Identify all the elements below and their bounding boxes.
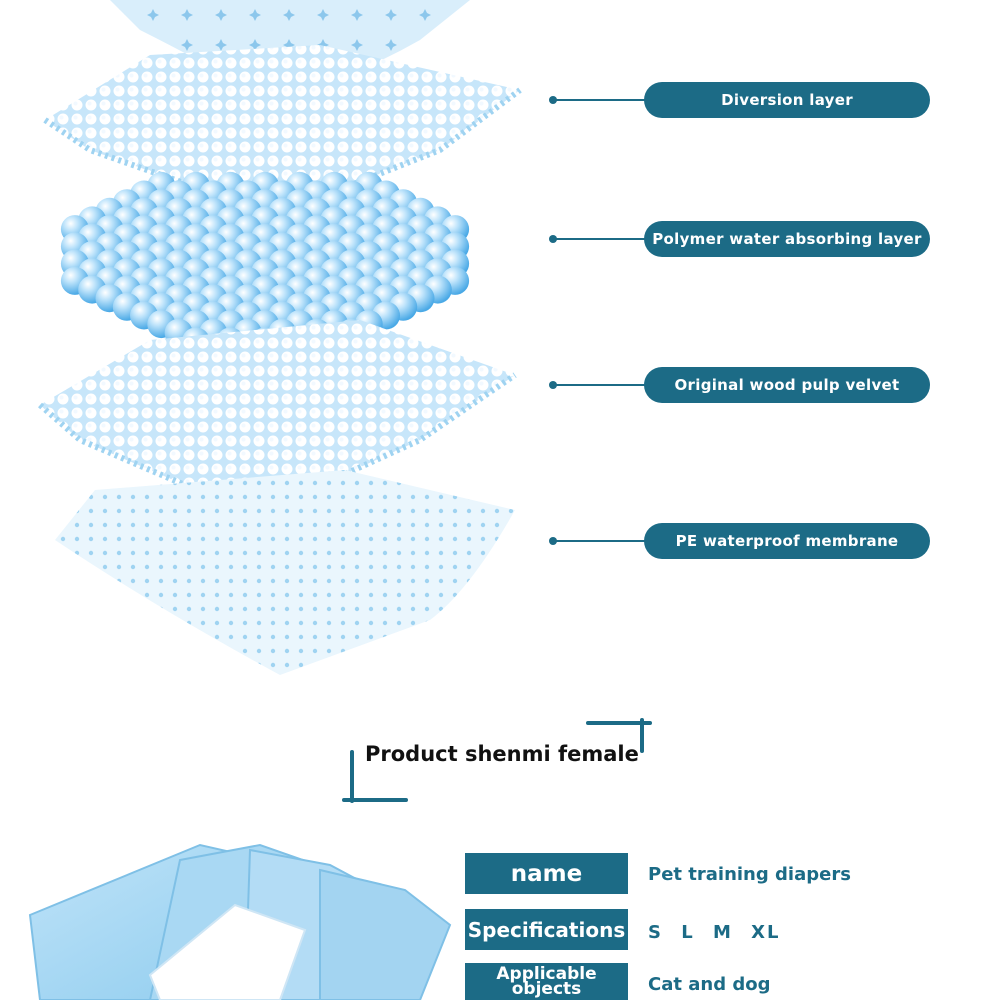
leader-dot [549, 96, 557, 104]
bracket-right-vertical [640, 718, 644, 753]
spec-value-applicable-objects: Cat and dog [648, 974, 771, 995]
wood-pulp-layer-image [38, 320, 517, 519]
product-pads-image [28, 843, 452, 1000]
section-title: Product shenmi female [365, 742, 639, 766]
spec-value-name: Pet training diapers [648, 864, 851, 885]
label-pe-membrane: PE waterproof membrane [644, 523, 930, 559]
pe-membrane-layer-image [55, 470, 515, 675]
bracket-right-horizontal [586, 721, 652, 725]
leader-line-diversion [549, 96, 646, 104]
leader-dot [549, 235, 557, 243]
spec-key-applicable-objects: Applicable objects [465, 963, 628, 1000]
label-wood-pulp-layer: Original wood pulp velvet [644, 367, 930, 403]
polymer-layer-image [60, 171, 470, 356]
label-polymer-layer: Polymer water absorbing layer [644, 221, 930, 257]
leader-line-polymer [549, 235, 646, 243]
leader-dot [549, 537, 557, 545]
leader-line-pe-membrane [549, 537, 646, 545]
bracket-left-vertical [350, 750, 354, 803]
bracket-left-horizontal [342, 798, 408, 802]
leader-line-wood-pulp [549, 381, 646, 389]
spec-key-name: name [465, 853, 628, 894]
spec-key-specifications: Specifications [465, 909, 628, 950]
leader-dot [549, 381, 557, 389]
label-diversion-layer: Diversion layer [644, 82, 930, 118]
spec-value-specifications: S L M XL [648, 922, 781, 943]
